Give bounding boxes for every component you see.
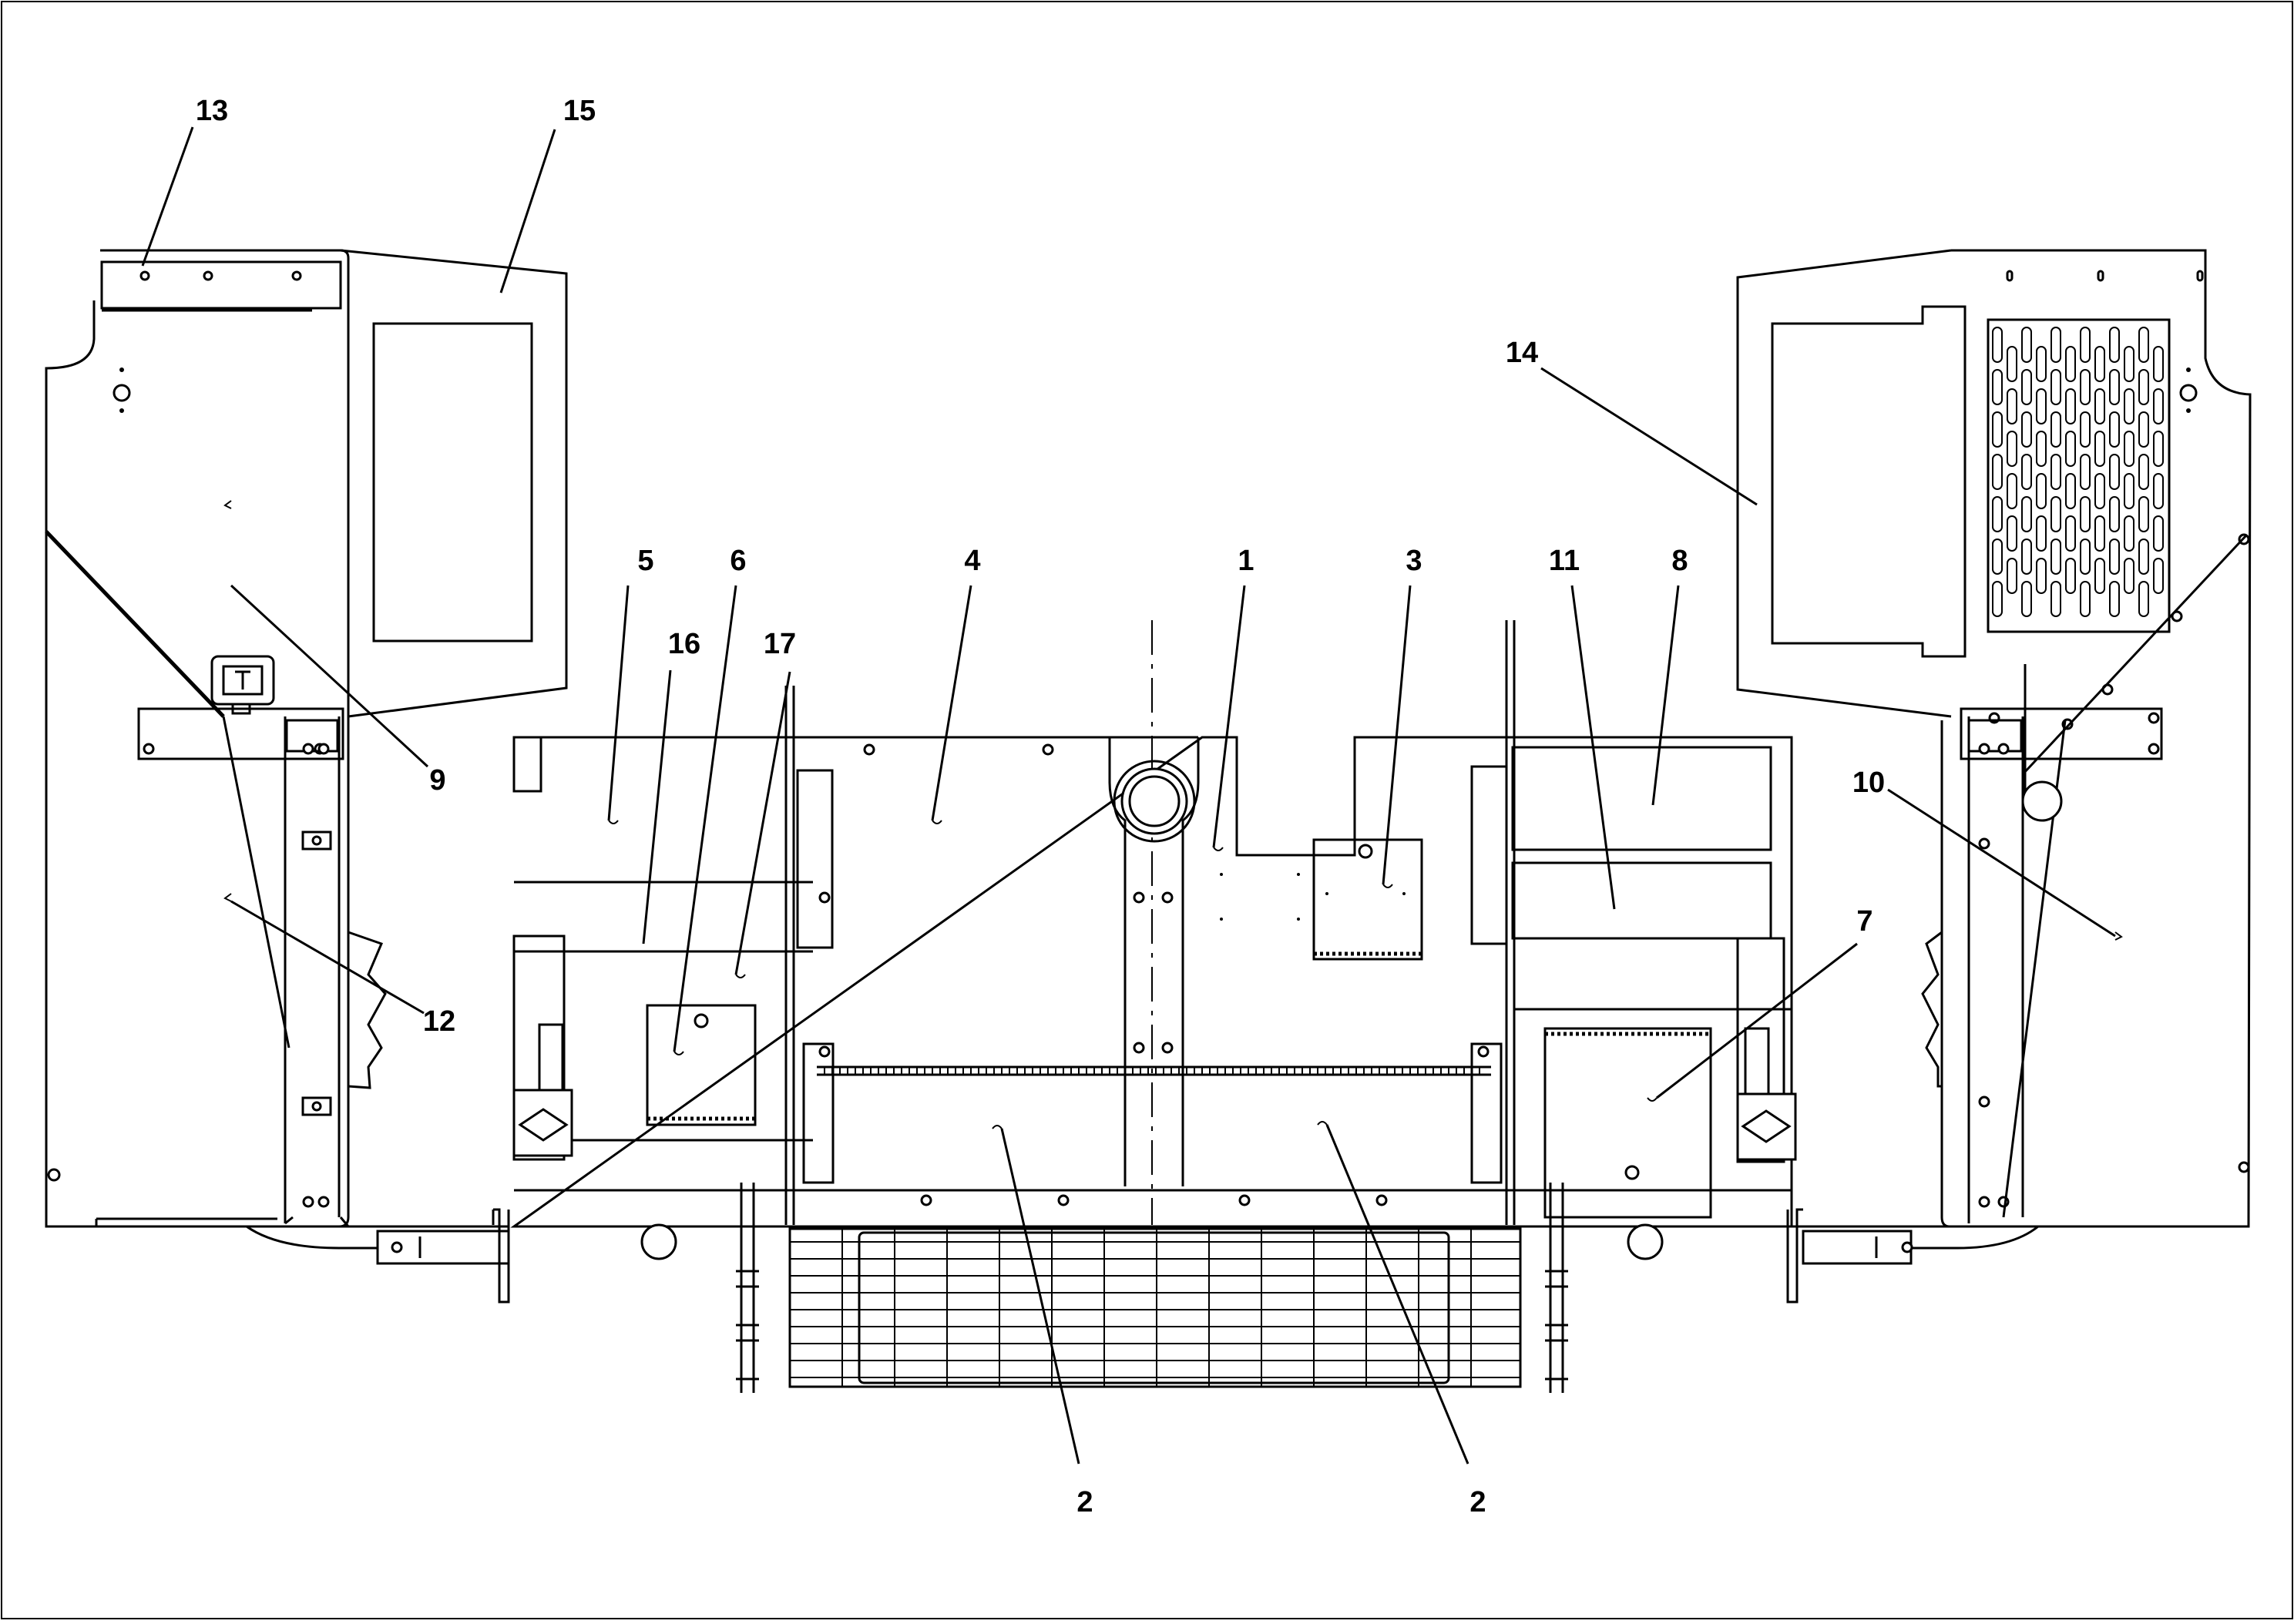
louvre-grille	[1987, 318, 2171, 633]
callout-10: 10	[1852, 767, 1885, 799]
left-base-rail	[95, 1208, 510, 1304]
callout-9: 9	[429, 764, 445, 797]
floor-grating	[788, 1227, 1522, 1388]
callout-6: 6	[730, 545, 746, 577]
callout-2-left: 2	[1076, 1486, 1093, 1518]
callout-labels: 13 15 14 5 6 4 1 3 11 8 16 17 9 10 7 12 …	[196, 95, 1885, 1518]
centre-base-unit	[510, 620, 1797, 1393]
callout-1: 1	[1238, 545, 1254, 577]
callout-17: 17	[764, 628, 796, 660]
plate-3	[1312, 838, 1423, 961]
door-window-14	[1771, 305, 1967, 658]
callout-5: 5	[637, 545, 653, 577]
callout-14: 14	[1506, 337, 1538, 369]
callout-3: 3	[1406, 545, 1422, 577]
callout-2-right: 2	[1469, 1486, 1486, 1518]
right-cabinet	[1736, 249, 2252, 1228]
left-cabinet	[45, 249, 568, 1228]
callout-7: 7	[1856, 905, 1872, 938]
right-base-rail	[1786, 1208, 2249, 1304]
callout-12: 12	[423, 1005, 455, 1038]
callout-15: 15	[563, 95, 596, 127]
plate-6	[646, 1004, 757, 1126]
door-window-15	[372, 322, 533, 643]
plate-7	[1543, 1027, 1712, 1219]
top-strip-13	[100, 260, 342, 310]
left-bracket-bar	[137, 707, 344, 760]
callout-16: 16	[668, 628, 700, 660]
leader-lines	[141, 126, 2248, 1465]
callout-13: 13	[196, 95, 228, 127]
panel-8	[1511, 746, 1772, 851]
callout-4: 4	[964, 545, 980, 577]
callout-8: 8	[1671, 545, 1688, 577]
callout-11: 11	[1549, 545, 1580, 577]
panel-11	[1511, 861, 1772, 940]
